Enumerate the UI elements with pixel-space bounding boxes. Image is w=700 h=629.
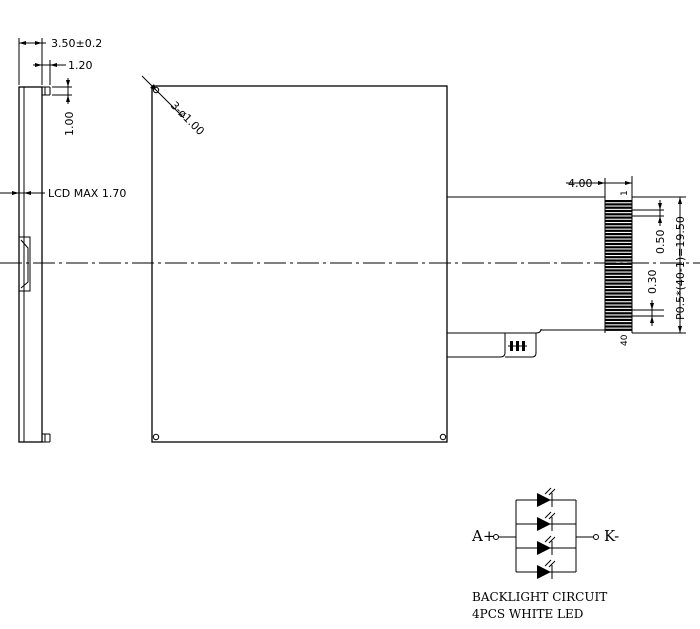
fpc-pin	[605, 203, 632, 206]
fpc-pin	[605, 249, 632, 252]
fpc-pin	[605, 292, 632, 295]
backlight-subtitle: 4PCS WHITE LED	[472, 607, 583, 621]
dim-thickness: 3.50±0.2	[51, 37, 102, 50]
dim-holes: 3-ø1.00	[168, 99, 207, 138]
fpc-pin	[605, 279, 632, 282]
fpc-pin	[605, 302, 632, 305]
fpc-pin	[605, 305, 632, 308]
fpc-pin	[605, 299, 632, 302]
fpc-pin	[605, 233, 632, 236]
cathode-terminal	[593, 534, 599, 540]
mounting-hole-bottom-left	[152, 433, 160, 441]
fpc-pin	[605, 282, 632, 285]
fpc-pin	[605, 315, 632, 318]
mounting-hole-bottom-right	[439, 433, 447, 441]
fpc-pin	[605, 229, 632, 232]
fpc-pin	[605, 219, 632, 222]
led-diode-icon	[516, 487, 576, 507]
fpc-pin	[605, 242, 632, 246]
fpc-tail: 4.00 1 40 0.50 0.30 P0.5*(40-1)=19.50	[447, 176, 687, 358]
fpc-pin	[605, 252, 632, 255]
led-array	[516, 487, 576, 579]
anode-label: A+	[471, 527, 495, 545]
cathode-label: K-	[604, 527, 619, 545]
fpc-pin	[605, 295, 632, 298]
fpc-pin	[605, 312, 632, 315]
fpc-pin	[605, 226, 632, 229]
led-diode-icon	[516, 511, 576, 531]
fpc-pins	[605, 200, 632, 331]
fpc-pin	[605, 239, 632, 242]
fpc-pin	[605, 289, 632, 292]
fpc-pin	[605, 285, 632, 288]
fpc-pin	[605, 269, 632, 272]
backlight-title: BACKLIGHT CIRCUIT	[472, 590, 607, 604]
fpc-pin	[605, 200, 632, 203]
fpc-pin	[605, 308, 632, 312]
dim-total-pitch: P0.5*(40-1)=19.50	[674, 216, 687, 320]
mounting-hole-top-left	[152, 86, 160, 94]
side-connector	[18, 236, 31, 292]
fpc-pin	[605, 262, 632, 265]
backlight-circuit: A+ K- BACKLIGHT CIRCUIT 4PCS WHITE LED	[471, 487, 619, 621]
fpc-pin	[605, 256, 632, 259]
dim-lcd-max: LCD MAX 1.70	[48, 187, 126, 200]
fpc-pin	[605, 209, 632, 213]
fpc-pin	[605, 216, 632, 219]
fpc-pin	[605, 206, 632, 209]
fpc-pin	[605, 272, 632, 275]
fpc-pin	[605, 328, 632, 331]
pin-label-last: 40	[620, 334, 630, 346]
fpc-pin	[605, 275, 632, 279]
dim-fpc-width: 4.00	[568, 177, 593, 190]
fpc-pin	[605, 318, 632, 321]
dim-side-offset: 1.20	[68, 59, 93, 72]
fpc-pin	[605, 236, 632, 239]
fpc-pin	[605, 322, 632, 325]
dim-pad-pitch: 0.50	[654, 230, 667, 255]
fpc-pin	[605, 246, 632, 249]
side-view: 3.50±0.2 1.20 1.00 LCD MAX 1.70	[0, 37, 126, 443]
fpc-pin	[605, 259, 632, 262]
dim-side-height: 1.00	[63, 112, 76, 137]
led-diode-icon	[516, 559, 576, 579]
fpc-pin	[605, 325, 632, 328]
fpc-pin	[605, 223, 632, 226]
fpc-pin	[605, 266, 632, 269]
dim-pad-width: 0.30	[646, 270, 659, 295]
led-diode-icon	[516, 535, 576, 555]
pin-label-first: 1	[620, 190, 630, 196]
front-view: 3-ø1.00	[141, 75, 448, 443]
lcd-outline	[151, 85, 448, 443]
fpc-pin	[605, 213, 632, 216]
